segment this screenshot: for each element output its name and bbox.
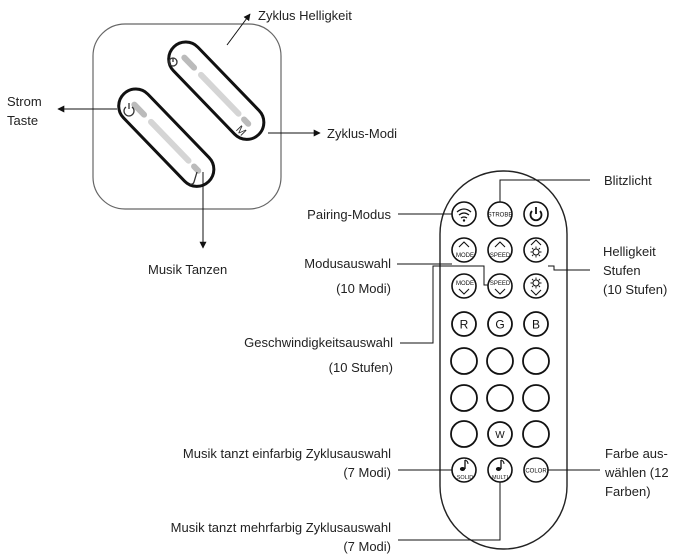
label-music-multi-line1: Musik tanzt mehrfarbig Zyklusauswahl xyxy=(170,520,391,535)
strobe-button[interactable]: STROBE xyxy=(487,201,513,227)
leader-speed-select xyxy=(400,265,488,344)
label-brightness-line2: Stufen xyxy=(603,263,641,278)
leader-brightness xyxy=(548,265,590,271)
color-select-button[interactable]: COLOR xyxy=(523,457,549,483)
mode-down-label: MODE xyxy=(456,281,474,287)
label-power-key-line2: Taste xyxy=(7,113,39,128)
label-music-multi-line2: (7 Modi) xyxy=(343,539,391,554)
label-music-single-line1: Musik tanzt einfarbig Zyklusauswahl xyxy=(182,446,391,461)
label-mode-select-line2: (10 Modi) xyxy=(336,281,391,296)
label-cycle-modes: Zyklus-Modi xyxy=(327,126,398,141)
mode-up-button[interactable]: MODE xyxy=(451,237,477,263)
mode-down-button[interactable]: MODE xyxy=(451,273,477,299)
music-small-icon xyxy=(189,171,198,185)
label-choose-color-line3: Farben) xyxy=(605,484,651,499)
green-button[interactable]: G xyxy=(487,311,513,337)
brightness-down-button[interactable] xyxy=(523,273,549,299)
label-music-multi: Musik tanzt mehrfarbig Zyklusauswahl (7 … xyxy=(171,518,391,556)
label-choose-color-line2: wählen (12 xyxy=(605,465,669,480)
leader-strobe xyxy=(499,179,590,202)
mode-up-label: MODE xyxy=(456,253,474,259)
multi-button-label: MULTI xyxy=(492,475,509,481)
color-button[interactable] xyxy=(450,420,478,448)
red-button[interactable]: R xyxy=(451,311,477,337)
label-speed-select-line2: (10 Stufen) xyxy=(328,360,393,375)
color-button[interactable] xyxy=(450,384,478,412)
speed-up-label: SPEED xyxy=(490,253,511,259)
label-music-dance: Musik Tanzen xyxy=(148,262,228,277)
speed-down-label: SPEED xyxy=(490,281,511,287)
label-speed-select: Geschwindigkeitsauswahl (10 Stufen) xyxy=(244,333,393,377)
label-music-single-line2: (7 Modi) xyxy=(343,465,391,480)
label-choose-color-line1: Farbe aus- xyxy=(605,446,668,461)
strobe-button-label: STROBE xyxy=(488,213,513,219)
red-button-label: R xyxy=(460,318,469,332)
speed-down-button[interactable]: SPEED xyxy=(487,273,513,299)
label-cycle-brightness: Zyklus Helligkeit xyxy=(258,8,352,23)
white-button-label: W xyxy=(495,430,505,441)
label-brightness-line3: (10 Stufen) xyxy=(603,282,668,297)
color-button[interactable] xyxy=(486,384,514,412)
white-button[interactable]: W xyxy=(487,421,513,447)
label-speed-select-line1: Geschwindigkeitsauswahl xyxy=(244,335,393,350)
green-button-label: G xyxy=(495,318,504,332)
color-button[interactable] xyxy=(522,347,550,375)
leader-lines xyxy=(397,179,600,541)
inline-controller: M xyxy=(92,23,282,210)
label-power-key-line1: Strom xyxy=(7,94,42,109)
solid-button-label: SOLID xyxy=(457,475,474,481)
color-button[interactable] xyxy=(486,347,514,375)
label-choose-color: Farbe aus- wählen (12 Farben) xyxy=(605,444,669,501)
music-multi-button[interactable]: MULTI xyxy=(487,457,513,483)
brightness-up-button[interactable] xyxy=(523,237,549,263)
label-mode-select: Modusauswahl (10 Modi) xyxy=(304,254,391,298)
label-brightness-line1: Helligkeit xyxy=(603,244,656,259)
color-button[interactable] xyxy=(450,347,478,375)
label-power-key: Strom Taste xyxy=(7,92,42,130)
arrow-cycle-brightness xyxy=(226,13,251,46)
color-button[interactable] xyxy=(522,384,550,412)
label-pairing-mode: Pairing-Modus xyxy=(307,207,391,222)
blue-button[interactable]: B xyxy=(523,311,549,337)
label-mode-select-line1: Modusauswahl xyxy=(304,256,391,271)
blue-button-label: B xyxy=(532,318,540,332)
power-button[interactable] xyxy=(523,201,549,227)
label-brightness: Helligkeit Stufen (10 Stufen) xyxy=(603,242,667,299)
music-solid-button[interactable]: SOLID xyxy=(451,457,477,483)
label-strobe: Blitzlicht xyxy=(604,173,652,188)
power-small-icon xyxy=(123,103,135,117)
remote-control: STROBE MODE SPEED MODE xyxy=(439,170,568,550)
speed-up-button[interactable]: SPEED xyxy=(487,237,513,263)
color-button[interactable] xyxy=(522,420,550,448)
pairing-button[interactable] xyxy=(451,201,477,227)
leader-music-multi xyxy=(398,482,501,541)
label-music-single: Musik tanzt einfarbig Zyklusauswahl (7 M… xyxy=(183,444,391,482)
brightness-small-icon xyxy=(168,57,178,67)
color-button-label: COLOR xyxy=(525,469,547,475)
